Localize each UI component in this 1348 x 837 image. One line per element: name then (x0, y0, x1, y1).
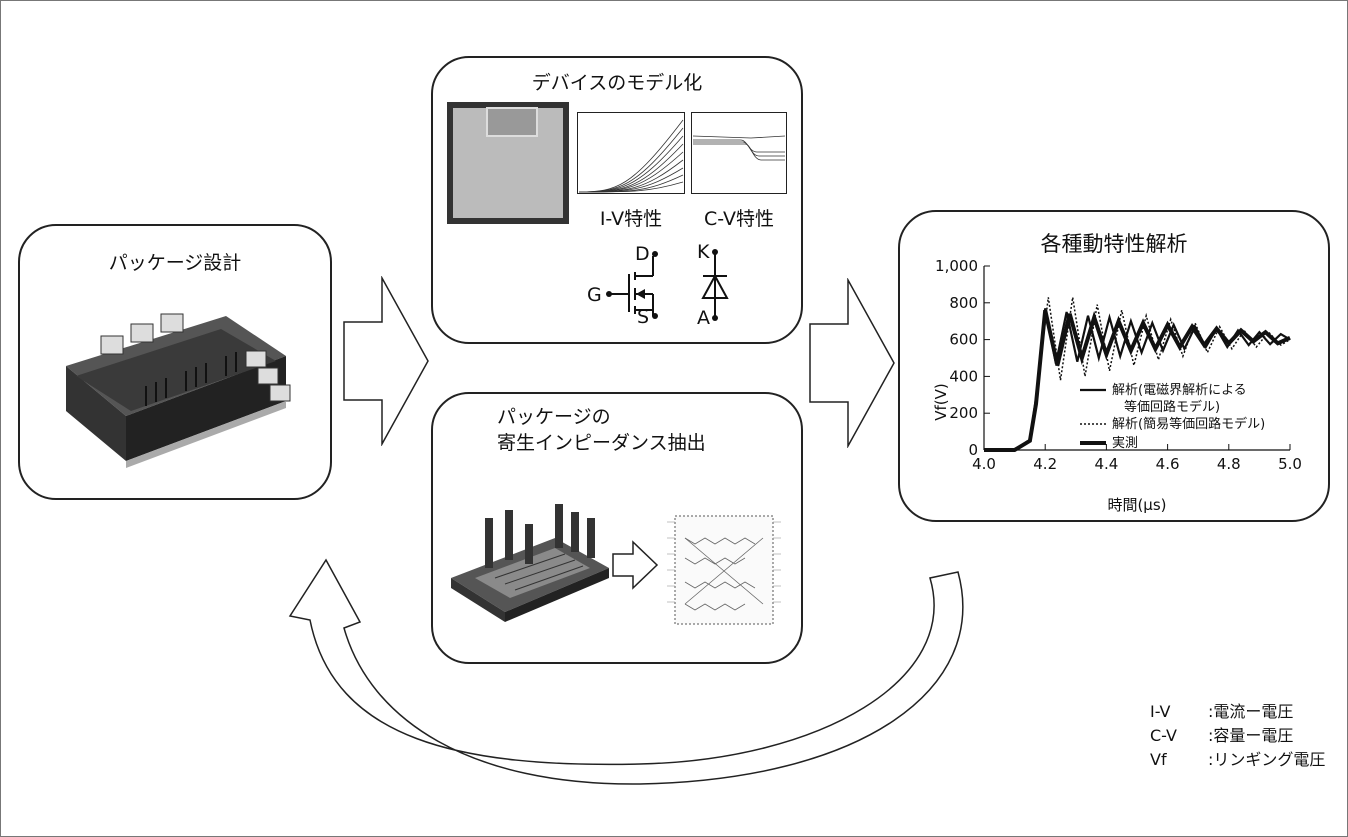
y-tick-label: 1,000 (935, 257, 978, 275)
x-tick-label: 4.4 (1094, 455, 1118, 473)
mosfet-d-label: D (635, 243, 650, 265)
small-right-arrow (612, 540, 659, 590)
parasitic-box: パッケージの 寄生インピーダンス抽出 (431, 392, 803, 664)
device-model-title: デバイスのモデル化 (531, 72, 703, 94)
arrow-right-2 (809, 278, 895, 448)
package-3d-model (451, 504, 609, 622)
mosfet-g-label: G (587, 284, 602, 306)
vf-chart: 0 200 400 600 800 1,000 4.0 4.2 4.4 4.6 4.8 5.0 解析(… (932, 257, 1302, 514)
chart-ylabel: Vf(V) (932, 383, 950, 421)
chip-photo (447, 102, 569, 224)
diode-symbol: K A (697, 241, 729, 324)
y-tick-label: 600 (949, 331, 978, 349)
legend-label-1: 等価回路モデル) (1124, 399, 1220, 415)
legend-label-3: 実測 (1112, 435, 1138, 451)
analysis-title: 各種動特性解析 (1040, 232, 1188, 256)
diode-k-label: K (697, 241, 710, 263)
y-tick-label: 800 (949, 294, 978, 312)
x-tick-label: 4.2 (1033, 455, 1057, 473)
series-line-3 (984, 309, 1291, 452)
cv-label: C-V特性 (703, 208, 774, 230)
legend-label-2: 解析(簡易等価回路モデル) (1112, 416, 1265, 432)
y-tick-label: 200 (949, 404, 978, 422)
note-cv-abbr: C-V (1150, 726, 1177, 745)
note-iv-text: :電流ー電圧 (1208, 702, 1294, 721)
note-cv: C-V :容量ー電圧 (1150, 722, 1293, 746)
y-tick-label: 400 (949, 367, 978, 385)
x-tick-label: 5.0 (1278, 455, 1302, 473)
note-vf: Vf :リンギング電圧 (1150, 746, 1325, 770)
chart-xlabel: 時間(μs) (1107, 496, 1166, 514)
diode-a-label: A (697, 307, 710, 324)
x-tick-label: 4.0 (972, 455, 996, 473)
note-vf-abbr: Vf (1150, 750, 1177, 769)
note-iv: I-V :電流ー電圧 (1150, 698, 1293, 722)
package-design-box: パッケージ設計 (18, 224, 332, 500)
x-tick-label: 4.6 (1156, 455, 1180, 473)
note-vf-text: :リンギング電圧 (1208, 750, 1326, 769)
legend-label-1: 解析(電磁界解析による (1112, 383, 1247, 398)
power-module-photo (66, 313, 291, 468)
note-cv-text: :容量ー電圧 (1208, 726, 1294, 745)
iv-label: I-V特性 (599, 208, 663, 230)
analysis-box: 各種動特性解析 (898, 210, 1330, 522)
x-tick-label: 4.8 (1217, 455, 1241, 473)
equivalent-circuit (667, 515, 781, 625)
cv-curve-plot (691, 112, 787, 194)
arrow-right-1 (343, 276, 429, 446)
iv-curve-plot (577, 112, 685, 194)
mosfet-s-label: S (637, 306, 649, 324)
package-design-title: パッケージ設計 (108, 252, 242, 274)
parasitic-title-line1: パッケージの (497, 406, 611, 428)
y-tick-label: 0 (968, 441, 978, 459)
note-iv-abbr: I-V (1150, 702, 1176, 721)
mosfet-symbol: D G S (587, 243, 658, 324)
parasitic-title-line2: 寄生インピーダンス抽出 (497, 432, 706, 454)
device-model-box: デバイスのモデル化 I-V特性 C-V特性 D G S (431, 56, 803, 344)
